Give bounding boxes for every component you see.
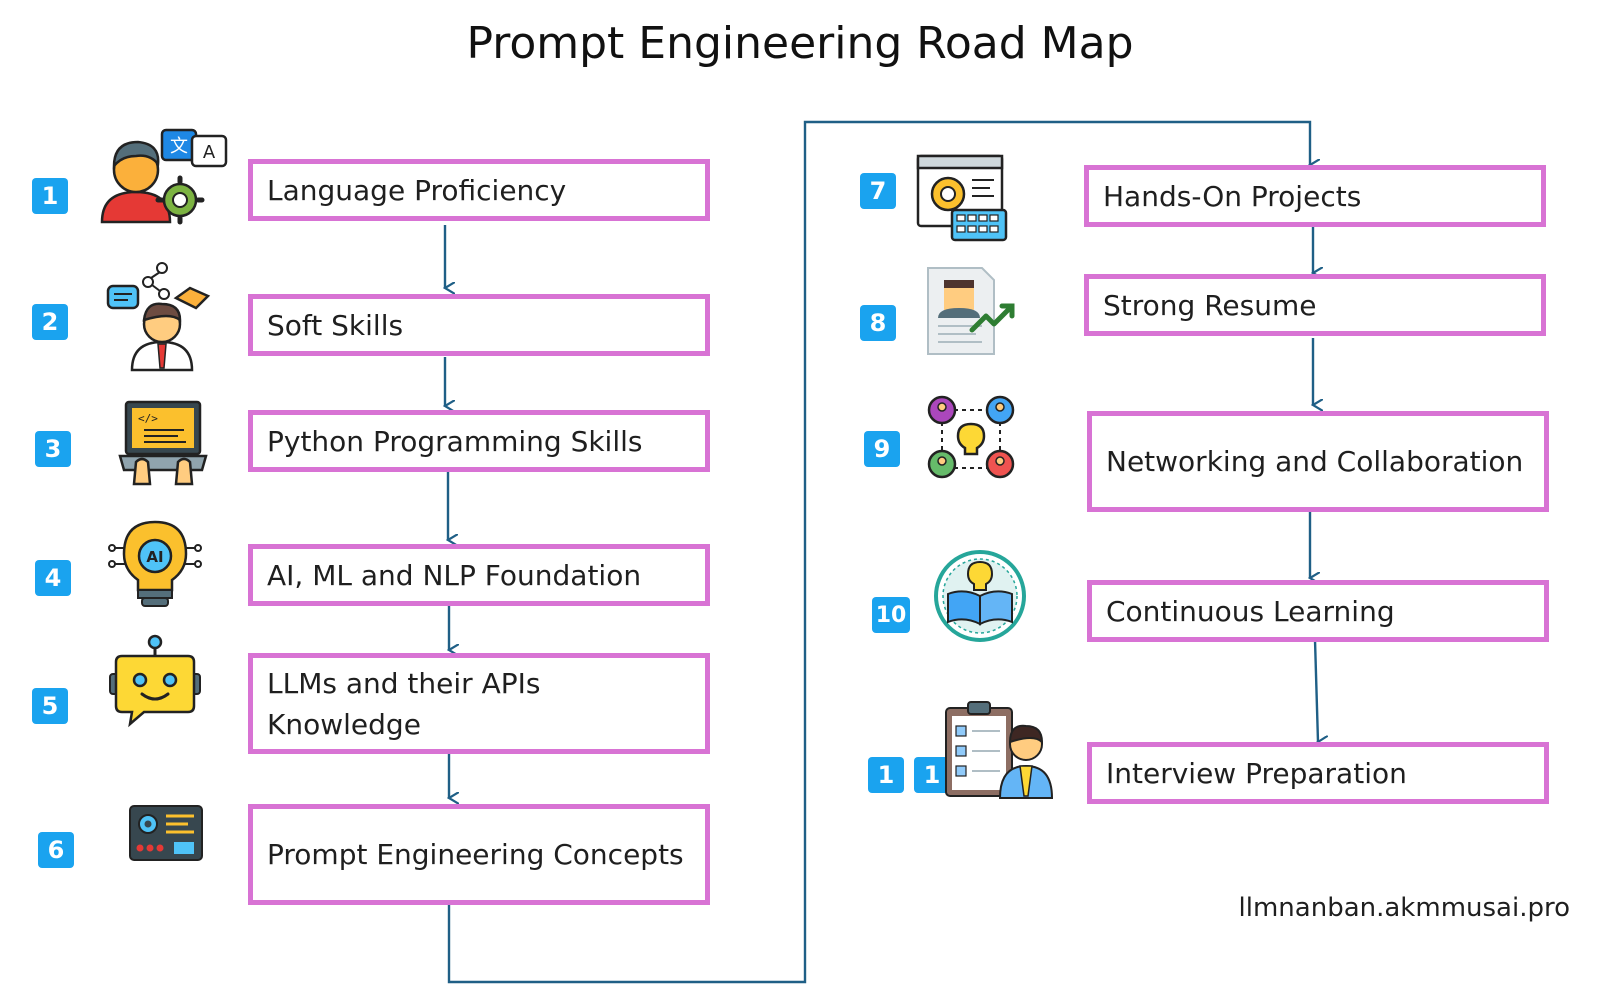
svg-text:AI: AI bbox=[146, 548, 163, 566]
step-8-box: Strong Resume bbox=[1084, 274, 1546, 336]
footer-website: llmnanban.akmmusai.pro bbox=[1238, 893, 1570, 923]
coding-laptop-icon: </> bbox=[118, 400, 208, 486]
step-7-badge: 7 bbox=[860, 173, 896, 209]
step-4-box: AI, ML and NLP Foundation bbox=[248, 544, 710, 606]
communication-person-icon bbox=[106, 262, 211, 372]
step-2-badge: 2 bbox=[32, 304, 68, 340]
step-10-badge: 10 bbox=[872, 597, 910, 633]
dashboard-settings-icon bbox=[129, 805, 203, 861]
step-11-badge: 1 bbox=[868, 757, 904, 793]
step-1-box: Language Proficiency bbox=[248, 159, 710, 221]
step-3-badge: 3 bbox=[35, 431, 71, 467]
network-people-icon bbox=[927, 395, 1015, 479]
robot-chat-icon bbox=[109, 634, 201, 728]
step-8-badge: 8 bbox=[860, 305, 896, 341]
step-9-badge: 9 bbox=[864, 431, 900, 467]
project-window-icon bbox=[916, 154, 1008, 242]
arrow-6-7 bbox=[447, 120, 1310, 984]
translator-person-icon: 文 A bbox=[100, 128, 228, 225]
page-title: Prompt Engineering Road Map bbox=[466, 18, 1134, 69]
svg-text:</>: </> bbox=[138, 412, 158, 425]
step-5-badge: 5 bbox=[32, 688, 68, 724]
svg-text:A: A bbox=[203, 142, 216, 163]
step-11-box: Interview Preparation bbox=[1087, 742, 1549, 804]
arrow-10-11 bbox=[1313, 639, 1318, 742]
step-4-badge: 4 bbox=[35, 560, 71, 596]
step-5-box: LLMs and their APIs Knowledge bbox=[248, 653, 710, 754]
interview-checklist-icon bbox=[945, 701, 1054, 799]
step-1-badge: 1 bbox=[32, 178, 68, 214]
step-3-box: Python Programming Skills bbox=[248, 410, 710, 472]
learning-book-icon bbox=[934, 550, 1026, 642]
step-6-box: Prompt Engineering Concepts bbox=[248, 804, 710, 905]
step-2-box: Soft Skills bbox=[248, 294, 710, 356]
step-7-box: Hands-On Projects bbox=[1084, 165, 1546, 227]
svg-text:文: 文 bbox=[170, 136, 188, 157]
step-10-box: Continuous Learning bbox=[1087, 580, 1549, 642]
resume-growth-icon bbox=[927, 267, 1015, 355]
ai-bulb-icon: AI bbox=[108, 520, 202, 607]
step-11-badge-second: 1 bbox=[914, 757, 950, 793]
step-9-box: Networking and Collaboration bbox=[1087, 411, 1549, 512]
step-6-badge: 6 bbox=[38, 832, 74, 868]
